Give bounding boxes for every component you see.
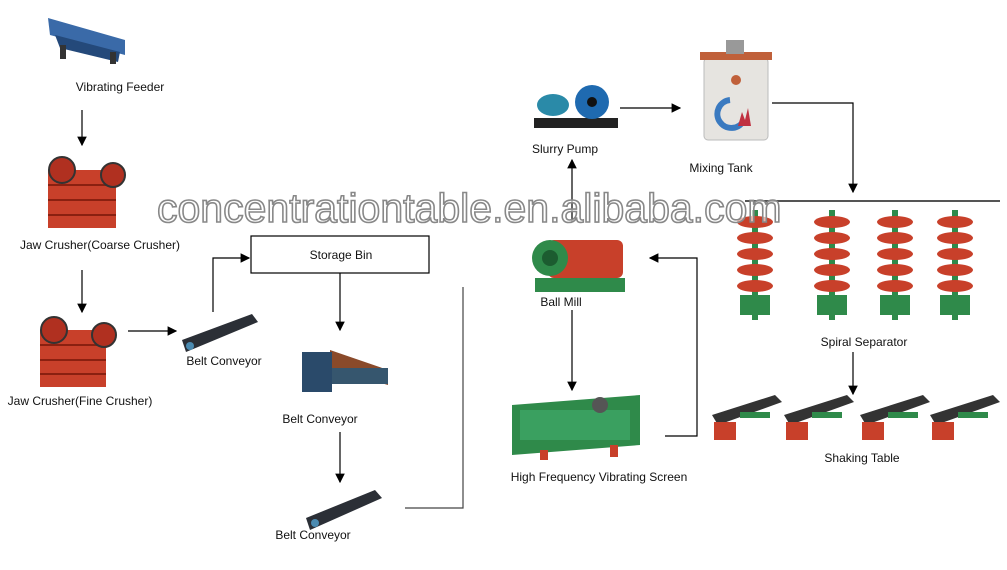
- belt-conveyor-2-label: Belt Conveyor: [282, 412, 358, 426]
- mixing-tank-label: Mixing Tank: [689, 161, 753, 175]
- ball-mill-icon: [532, 240, 625, 292]
- vibrating-feeder-icon: [48, 18, 125, 64]
- vibrating-feeder-label: Vibrating Feeder: [75, 80, 165, 94]
- jaw-crusher-fine-label: Jaw Crusher(Fine Crusher): [7, 394, 153, 408]
- shaking-table-label: Shaking Table: [824, 451, 900, 465]
- belt-conveyor-2-icon: [302, 350, 388, 392]
- watermark: concentrationtable.en.alibaba.com: [156, 185, 782, 231]
- jaw-crusher-coarse-label: Jaw Crusher(Coarse Crusher): [19, 238, 181, 252]
- vibrating-screen-label: High Frequency Vibrating Screen: [510, 470, 688, 484]
- jaw-crusher-fine-icon: [40, 316, 117, 387]
- slurry-pump-icon: [534, 85, 618, 128]
- ball-mill-label: Ball Mill: [540, 295, 582, 309]
- storage-bin-label: Storage Bin: [309, 248, 373, 262]
- mixing-tank-icon: [700, 40, 772, 141]
- spiral-separator-icon: [737, 210, 973, 320]
- vibrating-screen-icon: [512, 395, 640, 460]
- spiral-separator-label: Spiral Separator: [820, 335, 908, 349]
- shaking-table-icon: [712, 395, 1000, 440]
- jaw-crusher-coarse-icon: [48, 156, 126, 228]
- slurry-pump-label: Slurry Pump: [531, 142, 599, 156]
- belt-conveyor-3-label: Belt Conveyor: [275, 528, 351, 542]
- belt-conveyor-1-icon: [182, 314, 258, 352]
- belt-conveyor-1-label: Belt Conveyor: [186, 354, 262, 368]
- connectors: [77, 102, 1000, 509]
- belt-conveyor-3-icon: [306, 490, 382, 530]
